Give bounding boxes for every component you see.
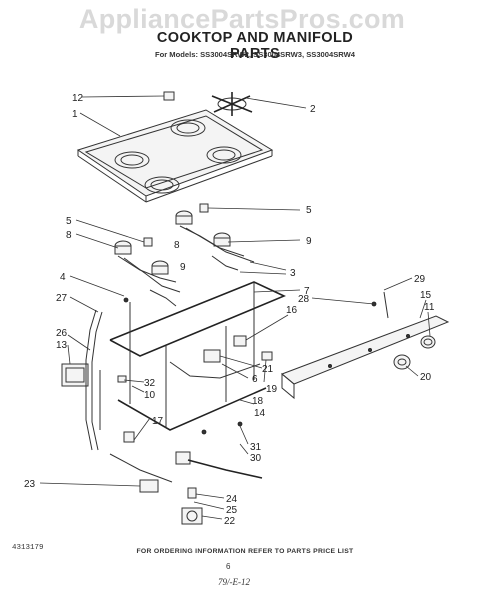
knob-part-11: [420, 335, 436, 349]
callout-9-center: 9: [180, 262, 186, 273]
callout-5-right: 5: [306, 205, 312, 216]
callout-26: 26: [56, 328, 68, 339]
burner-grate-part: [211, 92, 253, 116]
cooktop-part: [76, 109, 274, 203]
callout-13: 13: [56, 340, 68, 351]
callout-12: 12: [72, 93, 84, 104]
manifold-frame: [99, 281, 286, 431]
callout-25: 25: [226, 505, 238, 516]
valve-part: [169, 335, 261, 379]
callout-3: 3: [290, 268, 296, 279]
callout-23: 23: [24, 479, 36, 490]
callout-labels: 12 1 2 5 5 8 8 9 9 3 4 7 27 28 29 15 11 …: [24, 93, 435, 527]
callout-20: 20: [420, 372, 432, 383]
callout-28: 28: [298, 294, 310, 305]
pressure-regulator-part: [61, 363, 89, 387]
leader-lines: [39, 95, 431, 520]
callout-22: 22: [224, 516, 236, 527]
callout-9-right: 9: [306, 236, 312, 247]
callout-1: 1: [72, 109, 78, 120]
callout-8-left: 8: [66, 230, 72, 241]
callout-11: 11: [424, 302, 435, 313]
callout-6: 6: [252, 374, 258, 385]
models-subtitle: For Models: SS3004SRW2, SS3004SRW3, SS30…: [154, 50, 356, 59]
callout-29: 29: [414, 274, 426, 285]
ordering-footnote: FOR ORDERING INFORMATION REFER TO PARTS …: [136, 548, 354, 555]
callout-32: 32: [144, 378, 156, 389]
burner-assembly-left: [114, 240, 181, 307]
clip-part-12: [163, 91, 175, 101]
callout-15: 15: [420, 290, 432, 301]
knob-part-20: [393, 354, 411, 370]
document-number: 4313179: [12, 544, 44, 552]
callout-16: 16: [286, 305, 298, 316]
callout-31: 31: [250, 442, 262, 453]
callout-19: 19: [266, 384, 278, 395]
gas-tubing-part: [85, 309, 103, 451]
callout-10: 10: [144, 390, 156, 401]
callout-4: 4: [60, 272, 66, 283]
callout-30: 30: [250, 453, 262, 464]
small-hardware: [117, 203, 389, 435]
burner-assembly-right: [175, 210, 255, 271]
callout-18: 18: [252, 396, 264, 407]
callout-2: 2: [310, 104, 316, 115]
callout-14: 14: [254, 408, 266, 419]
handwritten-date: 79/-E-12: [218, 577, 250, 587]
watermark: AppliancePartsPros.com: [78, 4, 406, 34]
callout-7: 7: [304, 286, 310, 297]
page-title: COOKTOP AND MANIFOLD PARTS: [156, 30, 354, 62]
callout-21: 21: [262, 364, 274, 375]
page-number: 6: [226, 562, 231, 571]
callout-17: 17: [152, 416, 164, 427]
control-panel-part: [281, 315, 450, 400]
callout-24: 24: [226, 494, 238, 505]
callout-8-center: 8: [174, 240, 180, 251]
callout-5-left: 5: [66, 216, 72, 227]
oven-burner-part: [109, 431, 263, 525]
callout-27: 27: [56, 293, 68, 304]
